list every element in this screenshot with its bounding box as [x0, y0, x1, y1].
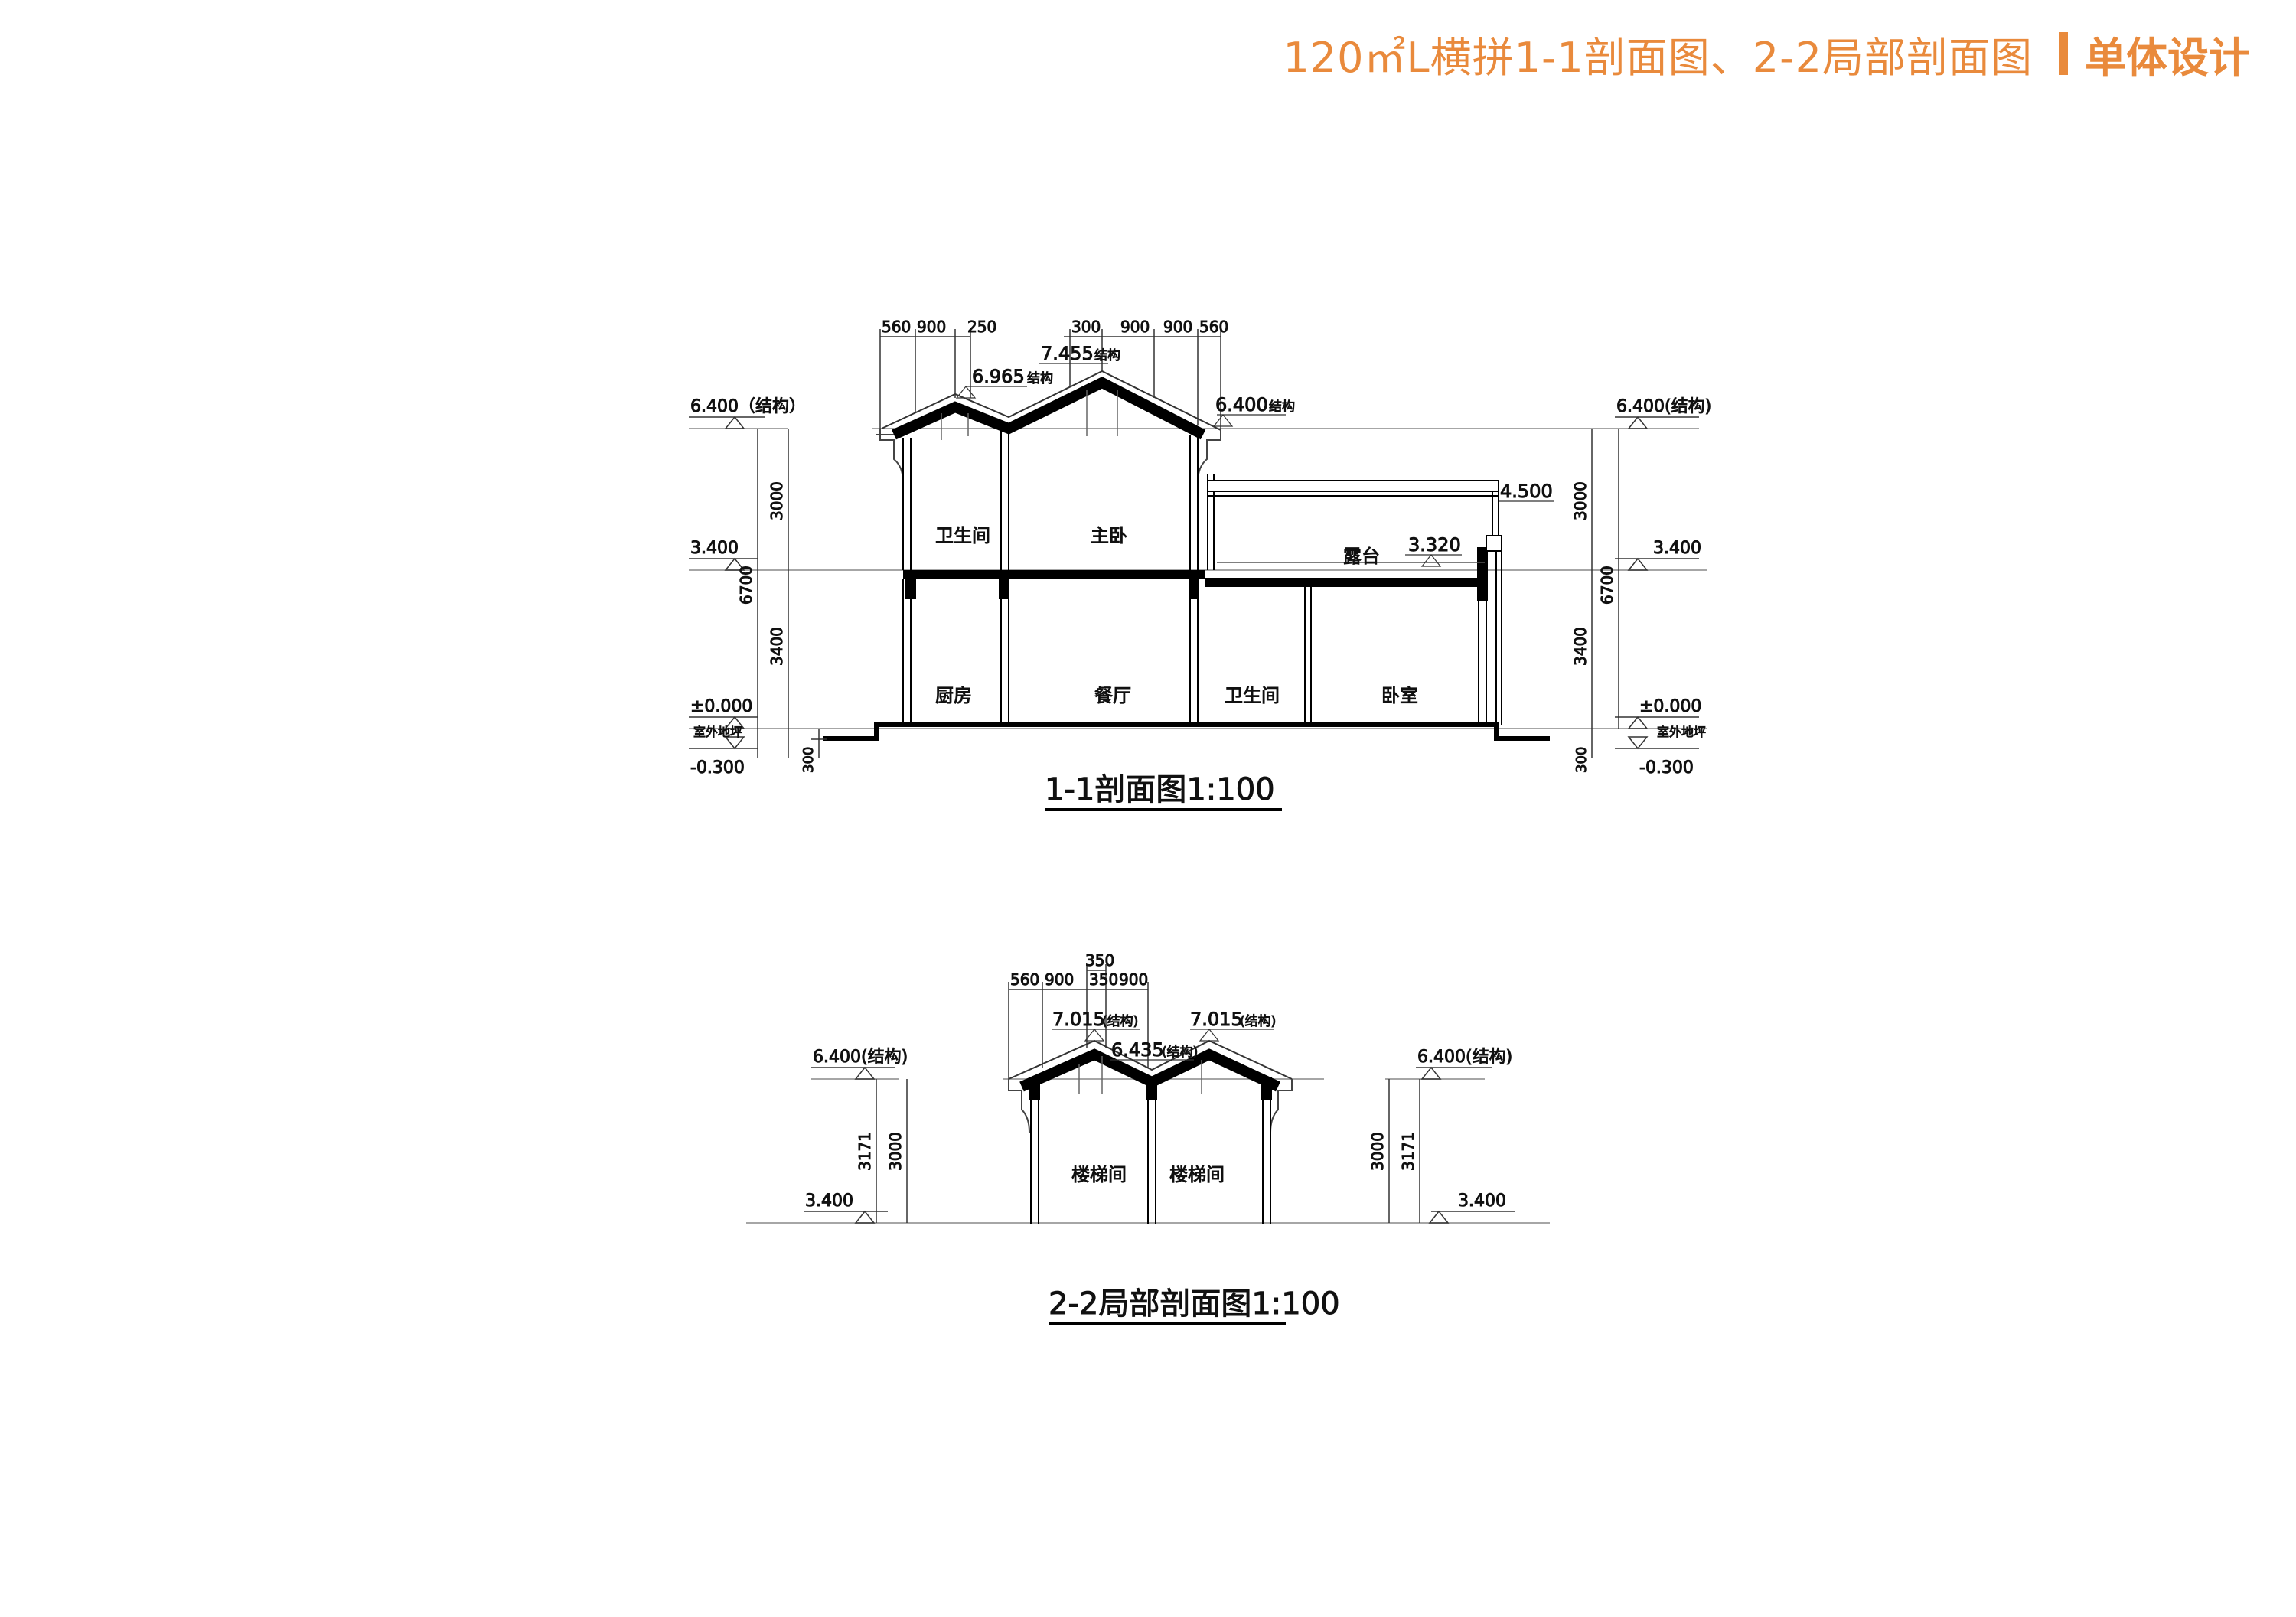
room-terrace: 露台 [1343, 546, 1380, 567]
eave-tag: 结构 [1269, 399, 1295, 415]
caption-1-1: 1-1剖面图1:100 [1045, 772, 1275, 807]
left-dim-3171: 3171 [856, 1132, 874, 1171]
right-dim-3400: 3400 [1571, 627, 1590, 666]
canopy-elevation: 4.500 [1500, 481, 1553, 502]
valley-elev-2: 6.435 [1111, 1039, 1164, 1061]
left-top-2: 6.400(结构) [813, 1048, 908, 1067]
right-level-mid: 3.400 [1653, 539, 1701, 558]
right-dim-3000: 3000 [1571, 481, 1590, 520]
right-dim-6700: 6700 [1598, 566, 1616, 605]
right-level-top: 6.400(结构) [1616, 397, 1711, 416]
valley-elevation: 6.965 [972, 366, 1025, 387]
eave-elevation: 6.400 [1215, 394, 1268, 416]
room-stair-right: 楼梯间 [1169, 1164, 1225, 1185]
roof-outline [881, 370, 1221, 431]
top-dim-2-350: 350 [1089, 970, 1118, 989]
top-dim-2-900: 900 [1045, 970, 1074, 989]
top-dim-560r: 560 [1199, 318, 1228, 336]
second-floor-slab [903, 570, 1205, 579]
top-dim-900b: 900 [1163, 318, 1192, 336]
ridge-elevation: 7.455 [1041, 343, 1094, 364]
ridge-left-elev: 7.015 [1052, 1009, 1105, 1030]
walls-2 [1030, 1100, 1271, 1224]
terrace-elevation: 3.320 [1408, 534, 1461, 556]
top-dim-2-560: 560 [1010, 970, 1039, 989]
left-level-outdoor: -0.300 [690, 758, 745, 778]
top-dimensions-2 [1008, 964, 1149, 1079]
right-outdoor-label: 室外地坪 [1657, 725, 1706, 739]
ridge-left-tag: (结构) [1102, 1014, 1138, 1029]
terrace-slab [1205, 578, 1481, 587]
right-level-ground: ±0.000 [1639, 697, 1701, 716]
left-level-top: 6.400（结构） [690, 397, 806, 416]
ridge-tag: 结构 [1094, 348, 1120, 363]
page-title: 120㎡L横拼1-1剖面图、2-2局部剖面图 [1283, 33, 2033, 82]
right-top-2: 6.400(结构) [1417, 1048, 1512, 1067]
title-divider [2059, 32, 2068, 75]
page-header: 120㎡L横拼1-1剖面图、2-2局部剖面图 单体设计 [1283, 23, 2250, 84]
left-level-markers [689, 416, 827, 758]
top-dim-250: 250 [967, 318, 996, 336]
right-dim-3000-2: 3000 [1368, 1132, 1387, 1171]
room-dining: 餐厅 [1094, 685, 1131, 706]
right-level-outdoor: -0.300 [1639, 758, 1694, 778]
top-dim-2-900b: 900 [1119, 970, 1148, 989]
upper-walls [902, 429, 1215, 570]
roof-interior-lines-2 [1078, 1056, 1202, 1094]
ridge-right-elev: 7.015 [1190, 1009, 1243, 1030]
dim-350-top: 350 [1085, 951, 1114, 970]
left-level-mid: 3.400 [690, 539, 739, 558]
right-dim-3171: 3171 [1399, 1132, 1417, 1171]
valley-tag-2: (结构) [1162, 1045, 1198, 1060]
roof-outline-2 [1008, 1039, 1293, 1080]
lower-walls [902, 551, 1502, 725]
right-level-markers [1591, 416, 1699, 758]
left-outdoor-label: 室外地坪 [693, 725, 742, 739]
section-2-2: 350 560 900 350 900 7.015 (结构) 7.015 (结构… [746, 951, 1550, 1325]
left-level-ground: ±0.000 [690, 697, 752, 716]
left-dim-6700: 6700 [737, 566, 755, 605]
room-bedroom: 卧室 [1381, 685, 1418, 706]
right-bottom-2: 3.400 [1458, 1192, 1506, 1211]
canopy [1207, 480, 1502, 552]
top-dim-900a: 900 [1120, 318, 1150, 336]
left-bottom-2: 3.400 [805, 1192, 853, 1211]
caption-2-2: 2-2局部剖面图1:100 [1049, 1286, 1340, 1322]
top-dimensions [879, 329, 1221, 429]
room-lower-bath: 卫生间 [1225, 685, 1280, 706]
room-master: 主卧 [1091, 525, 1127, 546]
section-1-1: 560 900 250 300 900 900 560 7.455 结构 6.9… [689, 318, 1712, 811]
left-dim-3000-2: 3000 [886, 1132, 905, 1171]
left-dim-300: 300 [801, 747, 817, 773]
room-kitchen: 厨房 [935, 685, 972, 706]
room-upper-bath: 卫生间 [935, 525, 990, 546]
main-roof-slab [892, 377, 1206, 440]
page-subtitle: 单体设计 [2085, 33, 2250, 82]
left-level-markers-2 [804, 1066, 908, 1224]
right-level-markers-2 [1388, 1066, 1515, 1224]
roof-interior-lines [941, 390, 1118, 440]
left-dim-3400: 3400 [768, 627, 786, 666]
top-dim-560: 560 [882, 318, 911, 336]
right-dim-300: 300 [1574, 747, 1590, 773]
valley-tag: 结构 [1027, 371, 1053, 386]
top-dim-900: 900 [917, 318, 946, 336]
eaves [876, 429, 1221, 483]
ridge-right-tag: (结构) [1240, 1014, 1276, 1029]
ground-line [823, 722, 1550, 741]
room-stair-left: 楼梯间 [1071, 1164, 1127, 1185]
left-dim-3000: 3000 [768, 481, 786, 520]
top-dim-300: 300 [1071, 318, 1101, 336]
